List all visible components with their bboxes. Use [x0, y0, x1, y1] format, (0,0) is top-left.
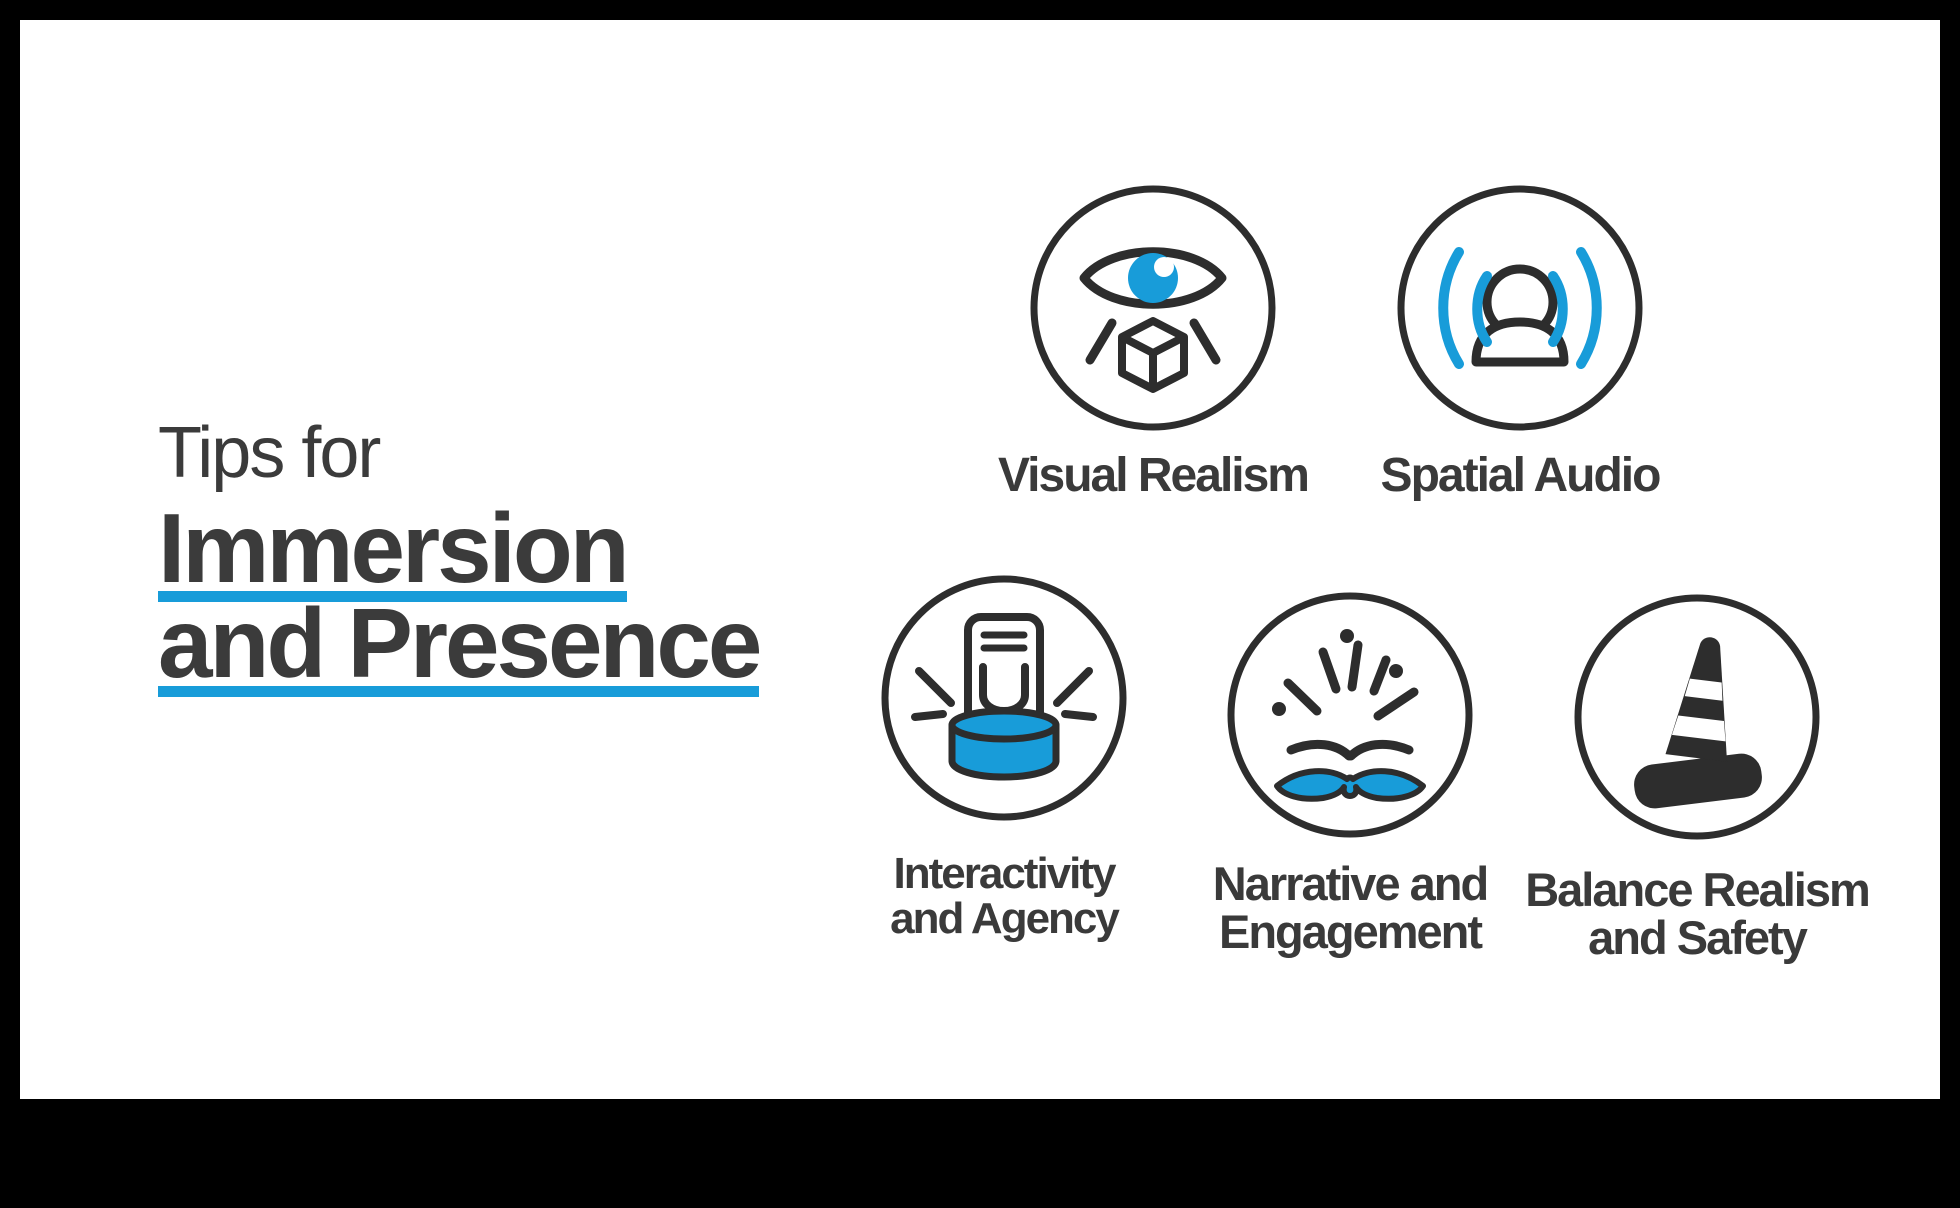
card-label: Visual Realism	[973, 449, 1333, 502]
card-label: Spatial Audio	[1340, 449, 1700, 502]
title-line-2: and Presence	[158, 588, 762, 699]
button-press-icon	[881, 575, 1127, 821]
slide-panel: Tips for Immersion and Presence Visual R…	[20, 20, 1940, 1099]
label-line: Balance Realism	[1525, 863, 1871, 916]
card-narrative: Narrative and Engagement	[1170, 590, 1530, 955]
card-interactivity: Interactivity and Agency	[824, 573, 1184, 941]
label-line: Visual Realism	[998, 449, 1310, 502]
card-label: Interactivity and Agency	[824, 849, 1184, 943]
card-spatial-audio: Spatial Audio	[1340, 183, 1700, 500]
traffic-cone-icon	[1574, 594, 1820, 840]
label-line: and Safety	[1588, 910, 1808, 964]
card-balance-safety: Balance Realism and Safety	[1517, 592, 1877, 961]
title-line-1-text: Immersion	[158, 493, 630, 603]
card-label: Balance Realism and Safety	[1517, 866, 1877, 962]
label-line: and Agency	[890, 893, 1120, 943]
title-line-2-text: and Presence	[158, 588, 762, 699]
label-line: Spatial Audio	[1380, 449, 1662, 502]
title-eyebrow: Tips for	[158, 413, 381, 493]
title-block: Tips for Immersion and Presence	[158, 413, 762, 699]
soundwave-person-icon	[1397, 185, 1643, 431]
card-label: Narrative and Engagement	[1170, 860, 1530, 956]
eye-cube-icon	[1030, 185, 1276, 431]
title-line-1: Immersion	[158, 493, 759, 603]
label-line: Interactivity	[893, 849, 1117, 898]
open-book-sparks-icon	[1227, 592, 1473, 838]
label-line: Narrative and	[1212, 857, 1489, 910]
label-line: Engagement	[1218, 904, 1483, 958]
card-visual-realism: Visual Realism	[973, 183, 1333, 500]
